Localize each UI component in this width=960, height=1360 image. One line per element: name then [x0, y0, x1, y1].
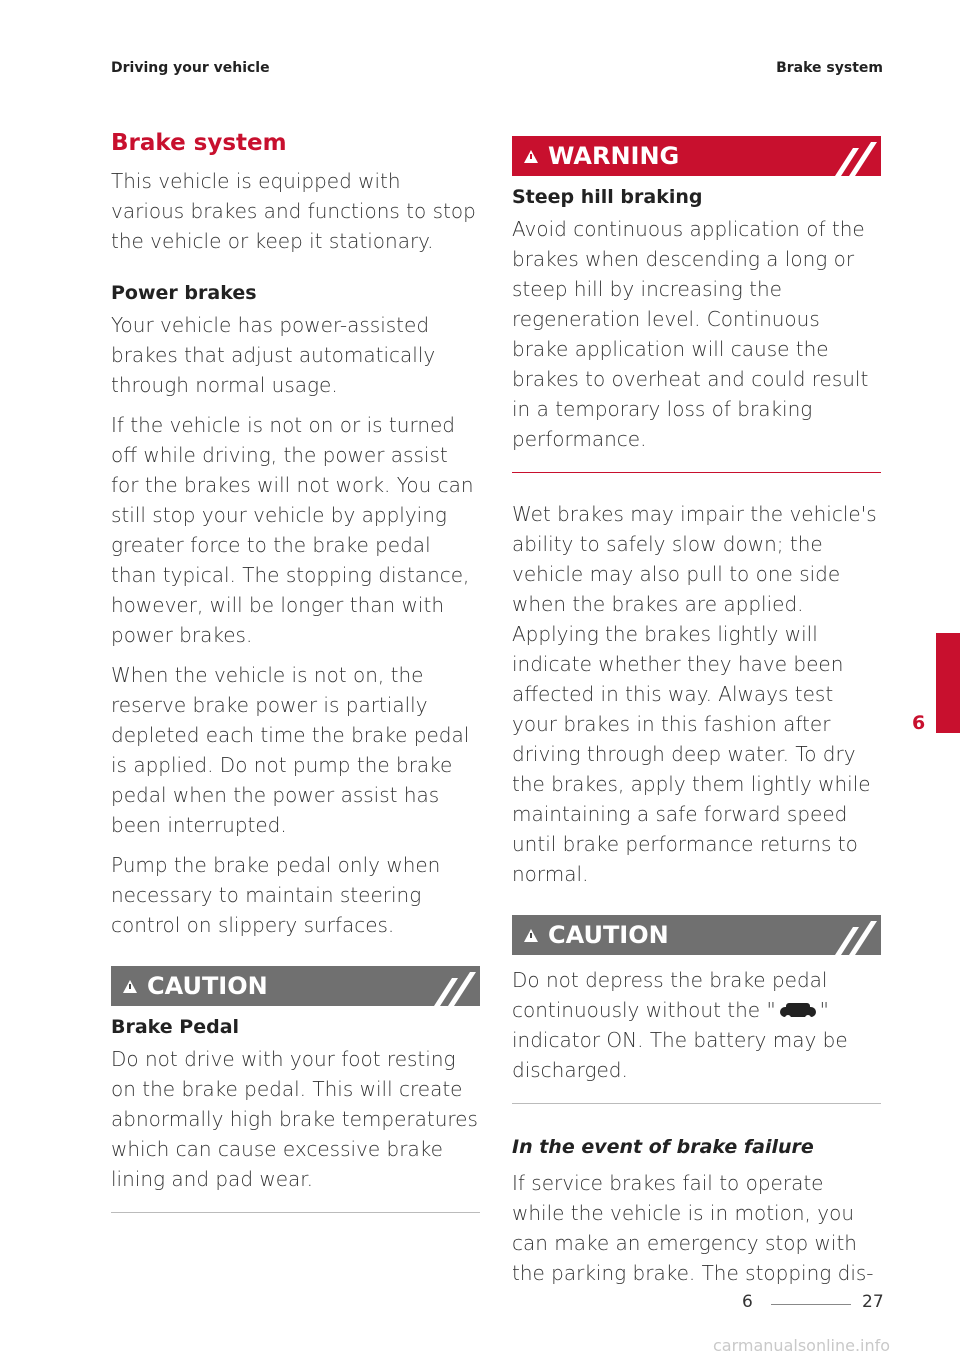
- left-column: Brake system This vehicle is equipped wi…: [111, 126, 480, 1239]
- running-header-right: Brake system: [776, 60, 883, 76]
- warning-triangle-icon: [123, 979, 137, 993]
- caution-text-after: " indicator ON. The battery may be disch…: [512, 998, 848, 1082]
- paragraph: Pump the brake pedal only when necessary…: [111, 853, 441, 937]
- slash-stripes-icon: [835, 921, 877, 955]
- paragraph: If the vehicle is not on or is turned of…: [111, 413, 474, 647]
- chapter-tab-number: 6: [912, 712, 926, 734]
- footer-page-number: 27: [862, 1292, 884, 1312]
- warning-heading: Steep hill braking: [512, 186, 703, 208]
- footer-divider: [771, 1304, 851, 1305]
- caution-banner: CAUTION: [111, 966, 480, 1006]
- footer-chapter: 6: [742, 1292, 753, 1312]
- divider: [512, 1103, 881, 1104]
- caution-label: CAUTION: [147, 972, 268, 1000]
- divider: [512, 472, 881, 473]
- section-title: Brake system: [111, 130, 287, 156]
- caution-heading: Brake Pedal: [111, 1016, 240, 1038]
- running-header-left: Driving your vehicle: [111, 60, 270, 76]
- warning-triangle-icon: [524, 149, 538, 163]
- caution-banner: CAUTION: [512, 915, 881, 955]
- auto-hold-car-icon: [779, 1002, 816, 1021]
- paragraph: Your vehicle has power-assisted brakes t…: [111, 313, 436, 397]
- power-brakes-heading: Power brakes: [111, 282, 257, 304]
- slash-stripes-icon: [835, 142, 877, 176]
- warning-text: Avoid continuous application of the brak…: [512, 217, 869, 451]
- slash-stripes-icon: [434, 972, 476, 1006]
- chapter-tab: [936, 633, 960, 733]
- warning-triangle-icon: [524, 928, 538, 942]
- watermark: carmanualsonline.info: [713, 1336, 891, 1355]
- brake-failure-text: If service brakes fail to operate while …: [512, 1171, 874, 1285]
- wet-brakes-paragraph: Wet brakes may impair the vehicle's abil…: [512, 502, 877, 886]
- caution-text: Do not depress the brake pedal continuou…: [512, 965, 881, 1085]
- warning-banner: WARNING: [512, 136, 881, 176]
- intro-paragraph: This vehicle is equipped with various br…: [111, 169, 476, 253]
- caution-text-before: Do not depress the brake pedal continuou…: [512, 968, 828, 1022]
- caution-text: Do not drive with your foot resting on t…: [111, 1047, 478, 1191]
- caution-label: CAUTION: [548, 921, 669, 949]
- paragraph: When the vehicle is not on, the reserve …: [111, 663, 470, 837]
- warning-label: WARNING: [548, 142, 680, 170]
- right-column: WARNING Steep hill braking Avoid continu…: [512, 136, 881, 1298]
- divider: [111, 1212, 480, 1213]
- brake-failure-heading: In the event of brake failure: [512, 1136, 814, 1158]
